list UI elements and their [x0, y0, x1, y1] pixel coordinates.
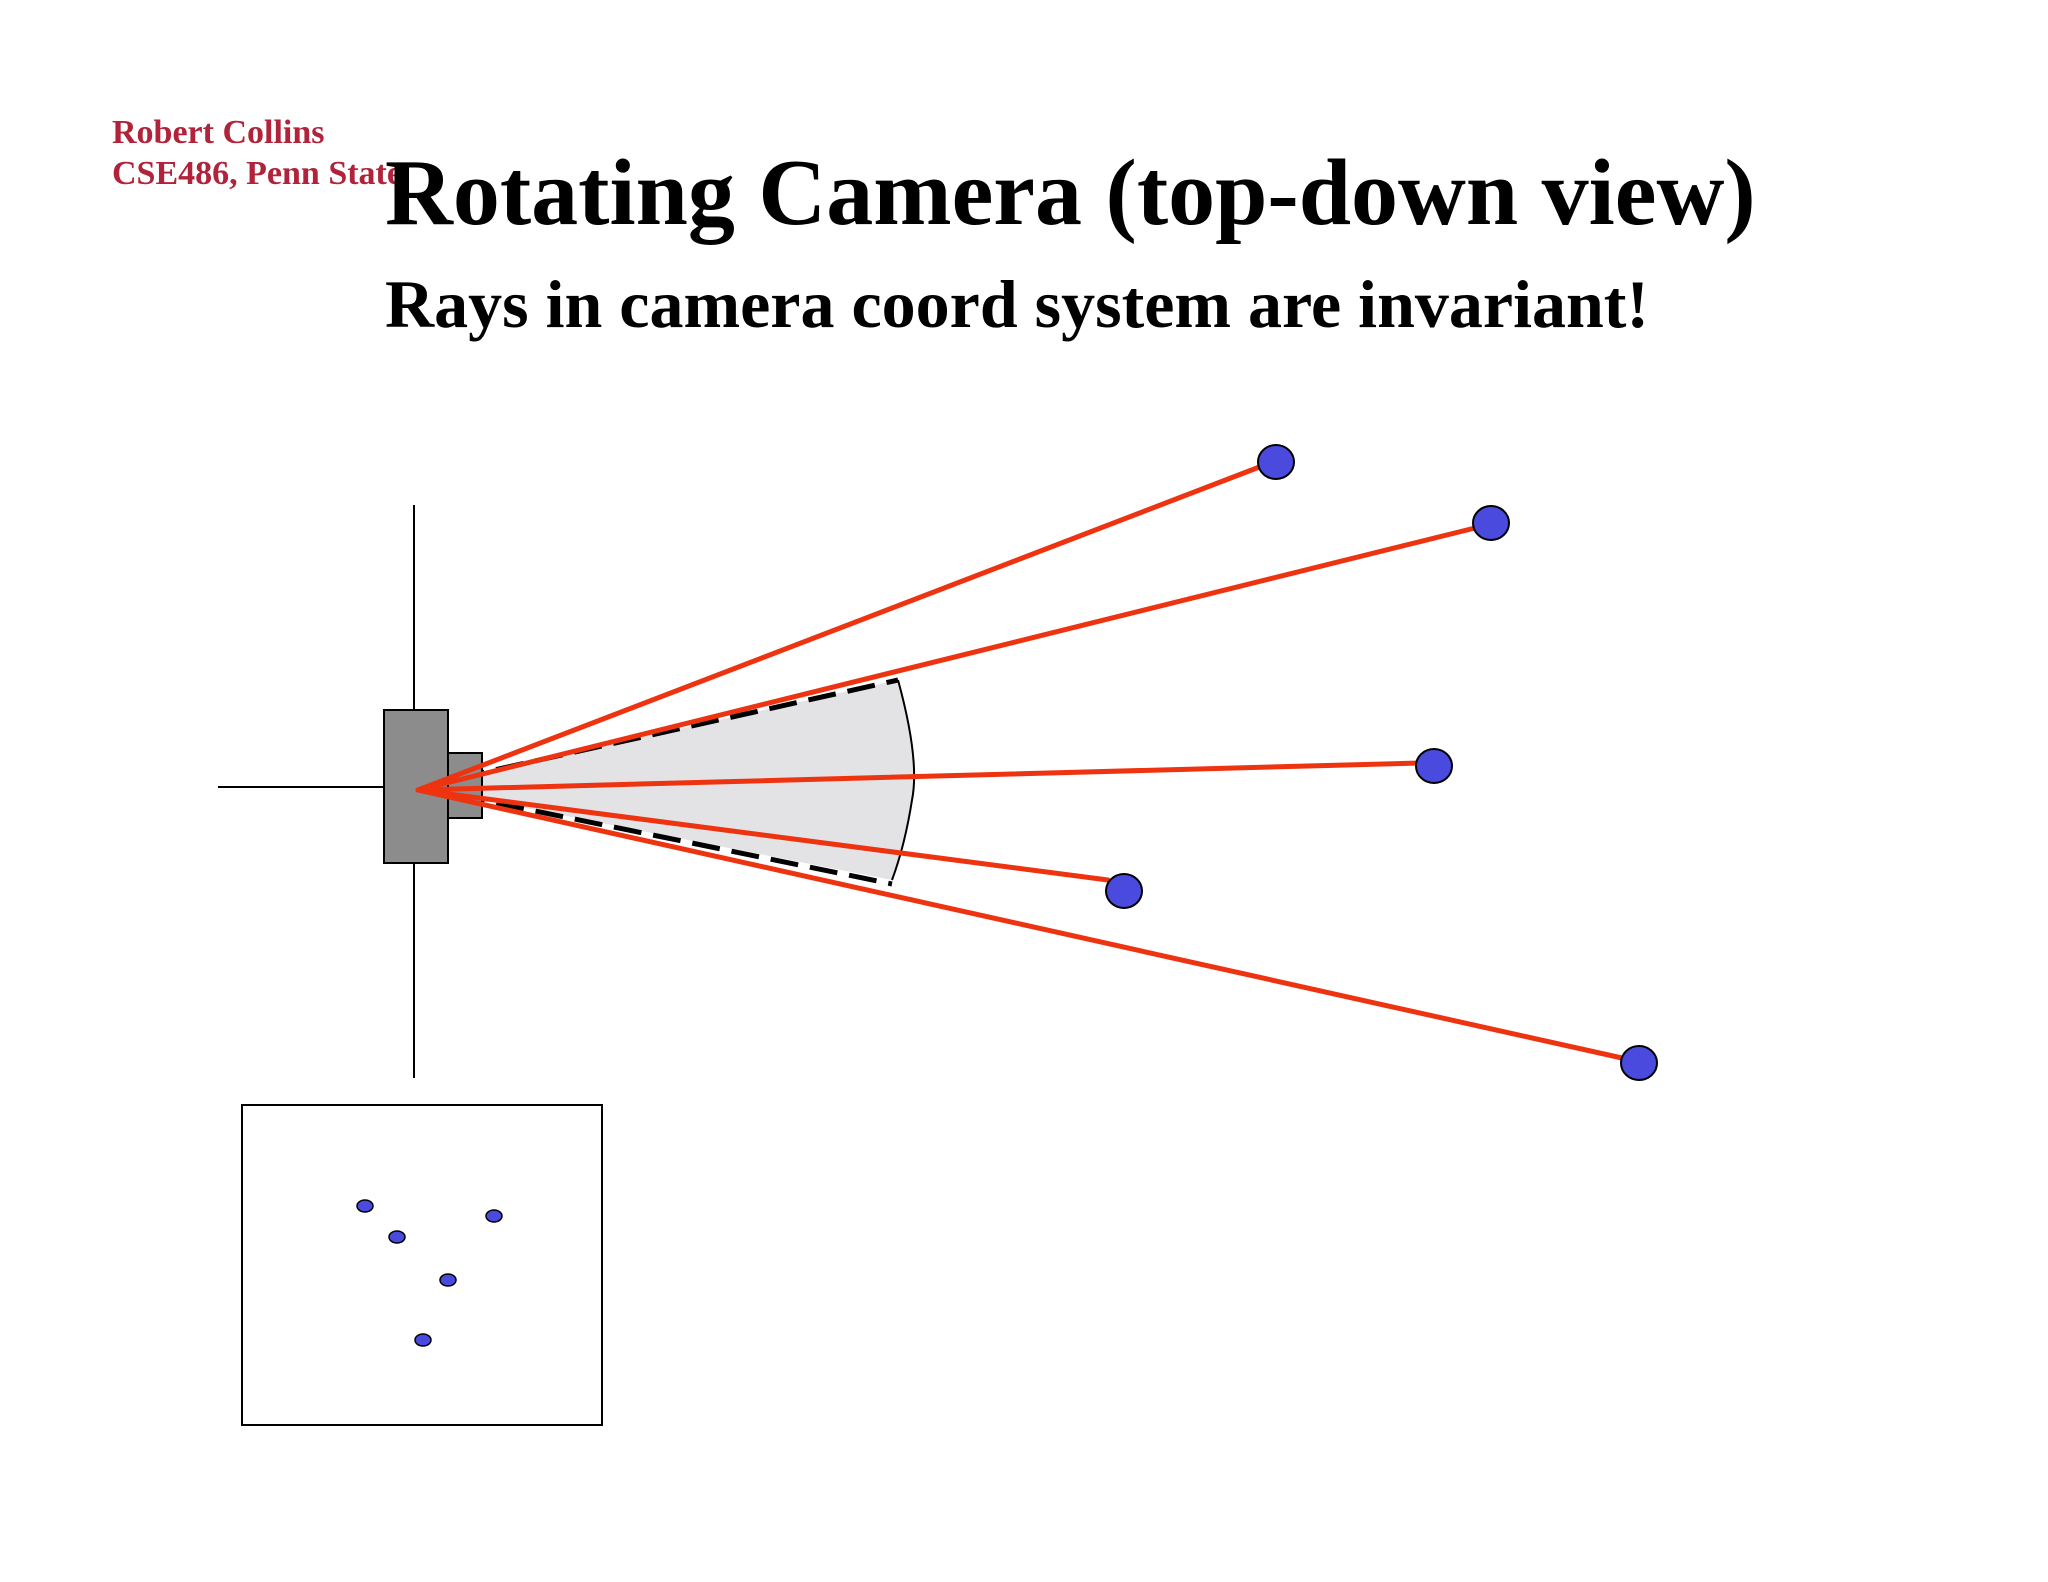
- image-point-3: [485, 1209, 503, 1223]
- image-point-4: [439, 1273, 457, 1287]
- camera-lens: [447, 752, 483, 819]
- ray-2: [415, 525, 1478, 793]
- scene-points: [1105, 444, 1658, 1081]
- scene-point-3: [1415, 748, 1453, 784]
- scene-point-5: [1620, 1045, 1658, 1081]
- camera-rays: [415, 463, 1625, 1061]
- image-point-2: [388, 1230, 406, 1244]
- image-point-5: [414, 1333, 432, 1347]
- scene-point-2: [1472, 505, 1510, 541]
- field-of-view-edge-bottom: [417, 784, 893, 887]
- ray-3: [415, 760, 1423, 793]
- slide-header: Robert Collins CSE486, Penn State: [112, 112, 402, 194]
- ray-5: [415, 787, 1625, 1061]
- ray-4: [415, 787, 1111, 883]
- image-point-1: [356, 1199, 374, 1213]
- image-plane-box: [241, 1104, 603, 1426]
- author-name: Robert Collins: [112, 114, 325, 151]
- field-of-view-arc: [891, 679, 916, 881]
- scene-point-4: [1105, 873, 1143, 909]
- slide-subtitle: Rays in camera coord system are invarian…: [385, 266, 1650, 342]
- image-points: [356, 1199, 503, 1347]
- scene-point-1: [1257, 444, 1295, 480]
- field-of-view-wedge: [418, 680, 915, 880]
- slide-title: Rotating Camera (top-down view): [385, 141, 1756, 245]
- ray-1: [415, 463, 1265, 793]
- course-name: CSE486, Penn State: [112, 155, 402, 192]
